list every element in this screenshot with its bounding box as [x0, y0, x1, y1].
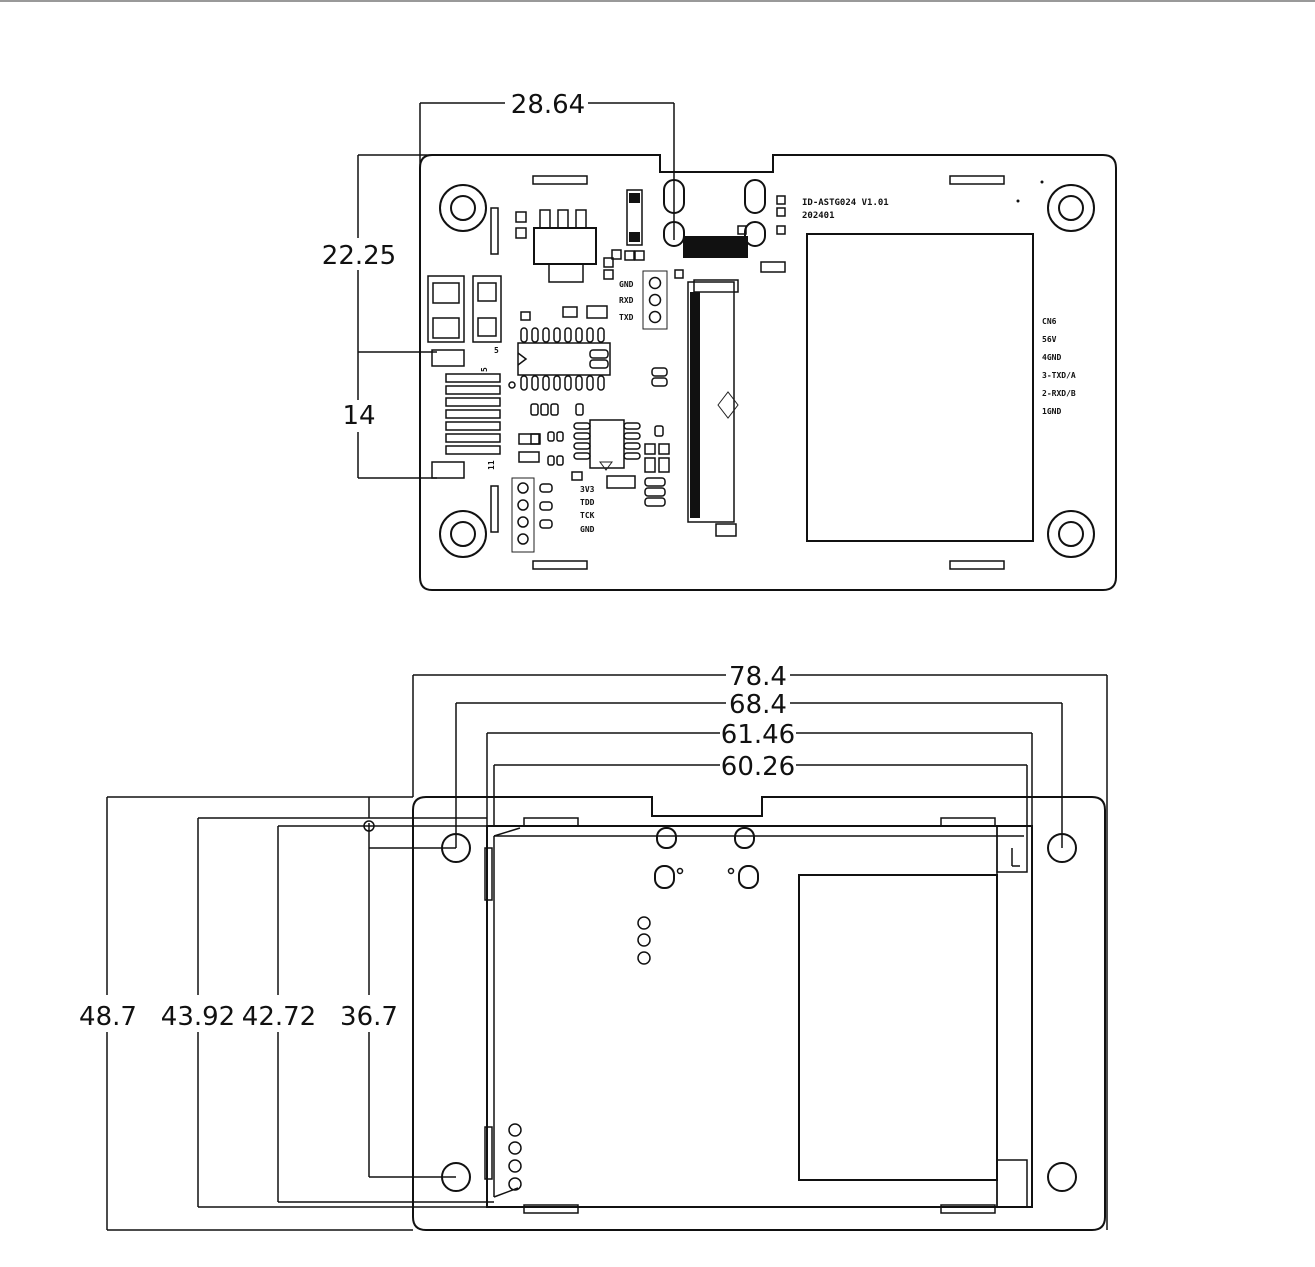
bottom-display-window [798, 874, 998, 1181]
dim-label-28-64: 28.64 [511, 90, 585, 120]
fpc-pin-5: 5 [480, 367, 489, 372]
dim-label-43-92: 43.92 [161, 1002, 235, 1032]
jtag-header: 3V3 TDD TCK GND [511, 477, 595, 553]
cn-label-2: 4GND [1042, 353, 1061, 362]
board-id-text: ID-ASTG024 V1.01 [802, 198, 889, 208]
uart-header: GND RXD TXD [619, 270, 668, 330]
jtag-pin-gnd: GND [580, 525, 595, 534]
jtag-pin-tdd: TDD [580, 498, 595, 507]
secondary-ic [573, 419, 641, 471]
fpc-pin-11: 11 [487, 460, 496, 470]
dim-label-36-7: 36.7 [340, 1002, 398, 1032]
cn-label-1: 56V [1042, 335, 1057, 344]
usb-connector [663, 179, 786, 279]
bottom-view: 78.4 68.4 61.46 60.26 [79, 662, 1108, 1231]
dim-36-7: 36.7 [340, 797, 456, 1178]
dim-42-72: 42.72 [242, 825, 494, 1203]
fuse [603, 189, 645, 280]
ic-pins-bottom [520, 375, 605, 391]
dim-61-46: 61.46 [486, 720, 1033, 826]
top-mounting-holes [439, 184, 1095, 558]
dim-label-78-4: 78.4 [729, 662, 787, 692]
ic-pin-5: 5 [494, 346, 499, 355]
edge-slots [490, 175, 1005, 570]
uart-pin-txd: TXD [619, 313, 634, 322]
dim-label-68-4: 68.4 [729, 690, 787, 720]
dim-60-26: 60.26 [493, 752, 1028, 826]
dim-label-61-46: 61.46 [721, 720, 795, 750]
lcd-module [484, 817, 1033, 1214]
dim-22-25: 22.25 [322, 154, 437, 353]
uart-pin-rxd: RXD [619, 296, 634, 305]
bottom-board-outline [412, 796, 1106, 1231]
connector-pin-labels: CN6 56V 4GND 3-TXD/A 2-RXD/B 1GND [1042, 317, 1076, 416]
dim-label-22-25: 22.25 [322, 241, 396, 271]
uart-pin-gnd: GND [619, 280, 634, 289]
dim-78-4: 78.4 [412, 662, 1108, 1230]
cn-label-0: CN6 [1042, 317, 1057, 326]
top-display-window [806, 233, 1034, 542]
dim-14: 14 [342, 352, 437, 479]
board-date-text: 202401 [802, 211, 835, 221]
bottom-uart-vias [637, 916, 651, 965]
bottom-jtag-vias [493, 1123, 522, 1198]
fpc-connector-long [687, 279, 739, 537]
dim-48-7: 48.7 [79, 796, 413, 1231]
cn-label-3: 3-TXD/A [1042, 371, 1076, 380]
jtag-pin-3v3: 3V3 [580, 485, 595, 494]
top-board-outline [419, 154, 1117, 591]
dim-43-92: 43.92 [161, 817, 487, 1208]
passive-components [518, 367, 670, 507]
dim-28-64: 28.64 [419, 90, 675, 240]
cn-label-5: 1GND [1042, 407, 1061, 416]
ic-pins-top [520, 327, 605, 343]
top-view: 28.64 22.25 14 [322, 90, 1117, 591]
dim-label-42-72: 42.72 [242, 1002, 316, 1032]
dim-label-48-7: 48.7 [79, 1002, 137, 1032]
cn-label-4: 2-RXD/B [1042, 389, 1076, 398]
voltage-regulator [515, 209, 597, 283]
dim-label-60-26: 60.26 [721, 752, 795, 782]
bottom-mounting-holes [441, 833, 1077, 1192]
jtag-pin-tck: TCK [580, 511, 595, 520]
fpc-connector-left: 5 11 [431, 349, 501, 479]
dim-68-4: 68.4 [455, 690, 1063, 848]
main-ic: 5 [494, 327, 611, 391]
power-inductors [427, 275, 608, 343]
dim-label-14: 14 [342, 401, 375, 431]
bottom-usb-pads [654, 827, 759, 889]
